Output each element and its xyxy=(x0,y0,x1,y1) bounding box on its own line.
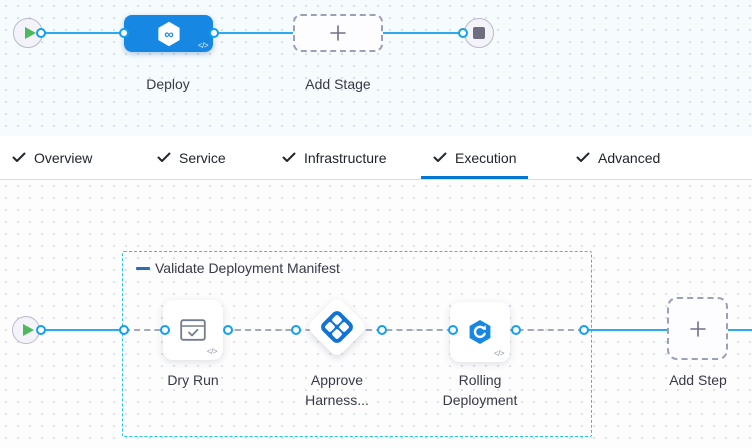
step-group-header: Validate Deployment Manifest xyxy=(136,260,340,276)
pipeline-end-node[interactable] xyxy=(464,18,494,48)
add-step-button[interactable] xyxy=(667,297,728,360)
stop-icon xyxy=(473,27,485,39)
execution-start-node[interactable] xyxy=(12,316,40,344)
svg-text:∞: ∞ xyxy=(164,26,173,41)
yaml-toggle-icon[interactable]: </> xyxy=(197,41,209,50)
tab-infrastructure[interactable]: Infrastructure xyxy=(282,136,386,179)
check-icon xyxy=(433,152,447,162)
step-node-dry-run[interactable]: </> xyxy=(163,300,223,360)
connector-dot[interactable] xyxy=(448,325,458,335)
step-node-rolling-deployment[interactable]: </> xyxy=(450,302,510,362)
yaml-toggle-icon[interactable]: </> xyxy=(493,349,505,358)
step-group-container[interactable]: Validate Deployment Manifest xyxy=(122,251,592,437)
execution-canvas[interactable]: Validate Deployment Manifest </> xyxy=(0,180,752,448)
tab-label: Overview xyxy=(34,149,93,166)
stage-canvas[interactable]: ∞ </> Deploy Add Stage xyxy=(0,0,752,136)
connector-dot[interactable] xyxy=(36,325,46,335)
window-check-icon xyxy=(180,319,206,341)
tab-label: Execution xyxy=(455,149,517,166)
step-label-dry-run: Dry Run xyxy=(167,372,219,388)
add-step-label: Add Step xyxy=(669,372,727,388)
stage-node-deploy[interactable]: ∞ </> xyxy=(124,15,213,52)
tab-label: Advanced xyxy=(598,149,661,166)
connector-dot[interactable] xyxy=(458,28,468,38)
tab-service[interactable]: Service xyxy=(157,136,226,179)
tab-overview[interactable]: Overview xyxy=(12,136,92,179)
connector-dot[interactable] xyxy=(291,325,301,335)
rolling-deploy-icon xyxy=(469,320,491,344)
connector-dot[interactable] xyxy=(223,325,233,335)
connector-dot[interactable] xyxy=(209,28,219,38)
step-label-approve: Approve Harness... xyxy=(305,372,369,408)
step-group-title: Validate Deployment Manifest xyxy=(155,260,340,276)
harness-cd-hexagon-icon: ∞ xyxy=(157,21,180,46)
stage-config-tabbar: Overview Service Infrastructure Executio… xyxy=(0,136,752,180)
play-icon xyxy=(24,27,36,39)
connector-dot[interactable] xyxy=(377,325,387,335)
play-icon xyxy=(22,324,34,336)
check-icon xyxy=(576,152,590,162)
connector-dot[interactable] xyxy=(511,325,521,335)
connector-dot[interactable] xyxy=(119,28,129,38)
check-icon xyxy=(12,152,26,162)
collapse-minus-icon[interactable] xyxy=(136,266,150,270)
connector-dot[interactable] xyxy=(160,325,170,335)
check-icon xyxy=(157,152,171,162)
execution-connector-line xyxy=(26,329,124,331)
add-stage-button[interactable] xyxy=(293,14,383,52)
tab-advanced[interactable]: Advanced xyxy=(576,136,660,179)
tab-execution[interactable]: Execution xyxy=(421,136,529,179)
connector-dot[interactable] xyxy=(119,325,129,335)
stage-connector-line xyxy=(28,32,479,34)
active-tab-underline xyxy=(421,176,529,179)
stage-label-deploy: Deploy xyxy=(146,76,190,92)
step-label-rolling-deployment: Rolling Deployment xyxy=(442,372,518,408)
check-icon xyxy=(282,152,296,162)
connector-dot[interactable] xyxy=(579,325,589,335)
tab-label: Service xyxy=(179,149,226,166)
plus-icon xyxy=(330,25,346,41)
add-stage-label: Add Stage xyxy=(305,76,371,92)
tab-label: Infrastructure xyxy=(304,149,387,166)
connector-dot[interactable] xyxy=(36,28,46,38)
yaml-toggle-icon[interactable]: </> xyxy=(206,347,218,356)
plus-icon xyxy=(689,320,706,337)
